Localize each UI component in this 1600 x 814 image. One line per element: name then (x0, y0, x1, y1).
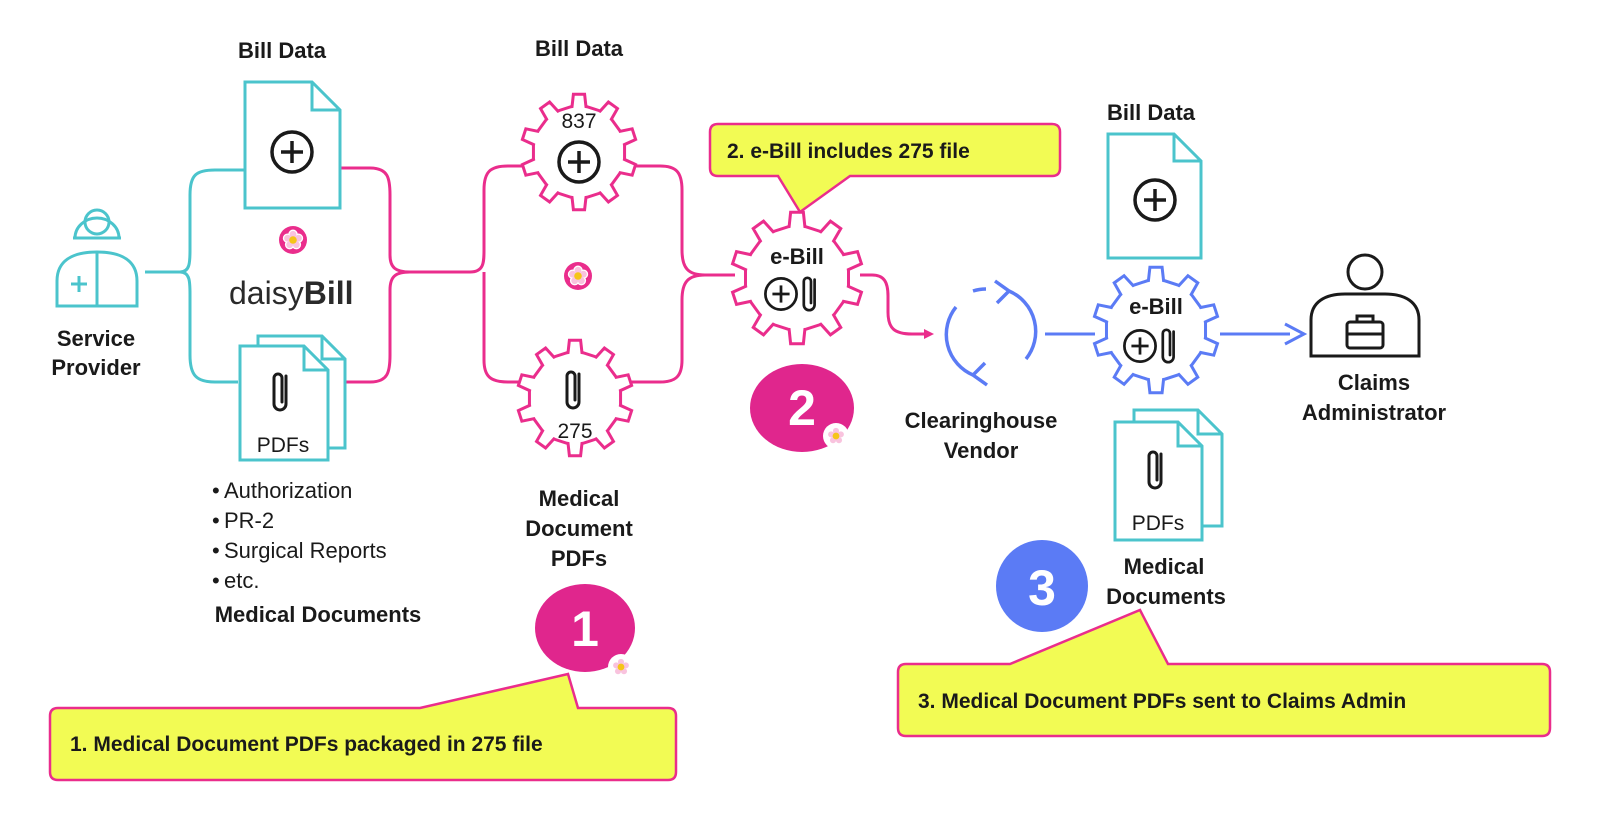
callout-2-text: 2. e-Bill includes 275 file (727, 140, 970, 163)
svg-text:•: • (212, 478, 220, 503)
daisybill-logo: daisyBill (229, 275, 353, 311)
clearinghouse-label-line1: Clearinghouse (905, 408, 1058, 433)
middle-label-line1: Medical (539, 486, 620, 511)
middle-bill-data-label: Bill Data (535, 36, 624, 61)
svg-text:•: • (212, 568, 220, 593)
right-bill-document-icon (1106, 132, 1203, 260)
badge-1-number: 1 (571, 601, 599, 657)
service-provider-label-line2: Provider (51, 355, 141, 380)
ebill-pink-label: e-Bill (770, 244, 824, 269)
right-pdf-documents-icon: PDFs (1113, 408, 1224, 542)
step-badge-3: 3 (996, 540, 1088, 632)
logo-prefix: daisy (229, 275, 304, 311)
logo-suffix: Bill (304, 275, 354, 311)
right-bill-data-label: Bill Data (1107, 100, 1196, 125)
callout-3: 3. Medical Document PDFs sent to Claims … (896, 608, 1552, 738)
svg-text:•: • (212, 508, 220, 533)
admin-label-line2: Administrator (1302, 400, 1447, 425)
badge-3-number: 3 (1028, 560, 1056, 616)
medical-documents-list: • Authorization • PR-2 • Surgical Report… (212, 478, 387, 593)
pdf-documents-icon: PDFs (238, 334, 347, 462)
ebill-gear-pink-icon: e-Bill (730, 210, 864, 346)
callout-1: 1. Medical Document PDFs packaged in 275… (48, 672, 678, 782)
medical-documents-title: Medical Documents (215, 602, 422, 627)
left-bill-data-label: Bill Data (238, 38, 327, 63)
daisy-flower-icon-middle (564, 262, 592, 290)
connector-lines (145, 164, 1308, 384)
gear-275-text: 275 (557, 420, 592, 443)
step-badge-1: 1 (535, 584, 635, 680)
svg-text:•: • (212, 538, 220, 563)
list-item: etc. (224, 568, 259, 593)
gear-837-icon: 837 (520, 92, 638, 212)
service-provider-label-line1: Service (57, 326, 135, 351)
gear-275-icon: 275 (516, 338, 634, 458)
middle-label-line2: Document (525, 516, 633, 541)
step-badge-2: 2 (750, 364, 854, 452)
list-item: Authorization (224, 478, 352, 503)
clearinghouse-label-line2: Vendor (944, 438, 1019, 463)
gear-837-text: 837 (561, 110, 596, 133)
right-docs-label-line1: Medical (1124, 554, 1205, 579)
bill-document-icon (243, 80, 342, 210)
daisy-flower-icon-left (279, 226, 307, 254)
svg-text:daisyBill: daisyBill (229, 275, 353, 311)
callout-3-text: 3. Medical Document PDFs sent to Claims … (918, 690, 1406, 713)
refresh-cycle-icon (944, 279, 1038, 387)
ebill-blue-label: e-Bill (1129, 294, 1183, 319)
right-docs-label-line2: Documents (1106, 584, 1226, 609)
right-pdfs-label: PDFs (1132, 512, 1185, 535)
badge-2-number: 2 (788, 380, 816, 436)
admin-label-line1: Claims (1338, 370, 1410, 395)
list-item: Surgical Reports (224, 538, 387, 563)
list-item: PR-2 (224, 508, 274, 533)
service-provider-person-icon (55, 208, 139, 308)
ebill-gear-blue-icon: e-Bill (1092, 265, 1220, 395)
callout-2: 2. e-Bill includes 275 file (708, 122, 1062, 214)
left-pdfs-label: PDFs (257, 434, 310, 457)
claims-administrator-briefcase-icon (1309, 253, 1421, 358)
callout-1-text: 1. Medical Document PDFs packaged in 275… (70, 733, 543, 756)
middle-label-line3: PDFs (551, 546, 607, 571)
